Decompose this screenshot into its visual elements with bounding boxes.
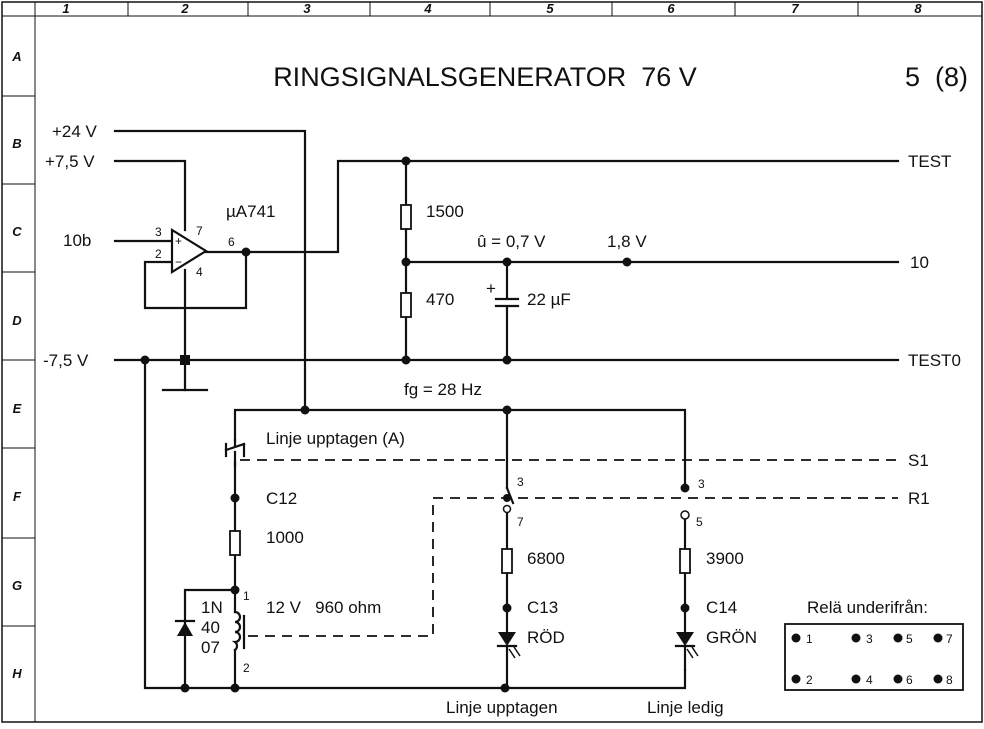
capacitor-label: 22 µF [527, 290, 571, 309]
opamp-pin-7: 7 [196, 224, 203, 238]
resistor-1500 [400, 204, 412, 230]
relay-contact-a [224, 438, 246, 468]
corner-frequency-label: fg = 28 Hz [404, 380, 482, 399]
node-voltage-label: 1,8 V [607, 232, 647, 251]
grid-col-label: 5 [546, 1, 554, 16]
opamp-plus-sign: + [175, 234, 182, 248]
relay-pin-label: 1 [806, 632, 813, 646]
relay-pinout-box [784, 623, 964, 691]
resistor-470 [400, 292, 412, 318]
junction-block [180, 355, 190, 365]
grid-row-label: E [13, 401, 22, 416]
terminal-10: 10 [910, 253, 929, 272]
page-number: 5 (8) [905, 62, 968, 92]
rail-label-plus7-5: +7,5 V [45, 152, 95, 171]
coil-pin-2: 2 [243, 661, 250, 675]
terminal-s1: S1 [908, 451, 929, 470]
resistor-470-label: 470 [426, 290, 454, 309]
relay-actuator-lines [240, 459, 898, 637]
relay-pin-label: 4 [866, 673, 873, 687]
diode-label-line2: 40 [201, 618, 220, 637]
diode-label-line1: 1N [201, 598, 223, 617]
grid-col-label: 7 [791, 1, 799, 16]
led-red-label: RÖD [527, 628, 565, 647]
relay-pin-label: 7 [946, 632, 953, 646]
relay-coil-symbol [231, 610, 246, 652]
c12-label: C12 [266, 489, 297, 508]
grid-row-label: B [12, 136, 21, 151]
relay-pinout-title: Relä underifrån: [807, 598, 928, 617]
red-branch-caption: Linje upptagen [446, 698, 558, 717]
opamp-pin-4: 4 [196, 265, 203, 279]
grid-row-label: H [12, 666, 22, 681]
diode-1n4007 [174, 619, 196, 636]
peak-voltage-label: û = 0,7 V [477, 232, 546, 251]
capacitor-symbol [494, 297, 520, 308]
terminal-test0: TEST0 [908, 351, 961, 370]
grid-row-label: F [13, 489, 22, 504]
relay-pin-label: 6 [906, 673, 913, 687]
resistor-3900-label: 3900 [706, 549, 744, 568]
led-green-label: GRÖN [706, 628, 757, 647]
relay-contact-label: Linje upptagen (A) [266, 429, 405, 448]
grid-col-label: 8 [914, 1, 922, 16]
junction-dots [140, 156, 690, 693]
grid-column-labels: 1 2 3 4 5 6 7 8 [62, 1, 922, 16]
opamp-pin-3: 3 [155, 225, 162, 239]
opamp-name: µA741 [226, 202, 276, 221]
resistor-1000-label: 1000 [266, 528, 304, 547]
grid-col-label: 4 [423, 1, 432, 16]
opamp-minus-sign: − [175, 255, 182, 269]
c14-label: C14 [706, 598, 737, 617]
resistor-1500-label: 1500 [426, 202, 464, 221]
red-pin-3: 3 [517, 475, 524, 489]
grid-col-label: 6 [667, 1, 675, 16]
green-pin-3: 3 [698, 477, 705, 491]
coil-spec: 12 V 960 ohm [266, 598, 381, 617]
relay-pin-label: 8 [946, 673, 953, 687]
grid-col-label: 1 [62, 1, 69, 16]
red-pin-7: 7 [517, 515, 524, 529]
led-green-symbol [674, 632, 699, 659]
grid-row-labels: A B C D E F G H [11, 49, 22, 681]
relay-pinout: Relä underifrån: 1 3 5 7 2 4 6 8 [784, 598, 964, 691]
green-branch-caption: Linje ledig [647, 698, 724, 717]
opamp-pin-2: 2 [155, 247, 162, 261]
grid-col-label: 3 [303, 1, 311, 16]
led-red-symbol [496, 632, 521, 659]
grid-col-label: 2 [180, 1, 189, 16]
resistor-6800 [501, 548, 513, 574]
opamp-symbol: + − 3 2 7 4 6 µA741 [155, 202, 276, 279]
relay-pin-label: 3 [866, 632, 873, 646]
c13-label: C13 [527, 598, 558, 617]
resistor-6800-label: 6800 [527, 549, 565, 568]
terminal-r1: R1 [908, 489, 930, 508]
rail-label-minus7-5: -7,5 V [43, 351, 89, 370]
grid-row-label: D [12, 313, 22, 328]
opamp-pin-6: 6 [228, 235, 235, 249]
wiring [113, 129, 900, 690]
rail-label-plus24: +24 V [52, 122, 98, 141]
green-pin-5: 5 [696, 515, 703, 529]
resistor-3900 [679, 548, 691, 574]
coil-pin-1: 1 [243, 589, 250, 603]
capacitor-plus-sign: + [486, 279, 496, 298]
relay-pin-label: 2 [806, 673, 813, 687]
input-label-10b: 10b [63, 231, 91, 250]
diode-label-line3: 07 [201, 638, 220, 657]
terminal-test: TEST [908, 152, 951, 171]
grid-row-label: G [12, 578, 22, 593]
grid-row-label: C [12, 224, 22, 239]
relay-pin-label: 5 [906, 632, 913, 646]
drawing-title: RINGSIGNALSGENERATOR 76 V [273, 62, 697, 92]
grid-row-label: A [11, 49, 21, 64]
resistor-1000 [229, 530, 241, 556]
